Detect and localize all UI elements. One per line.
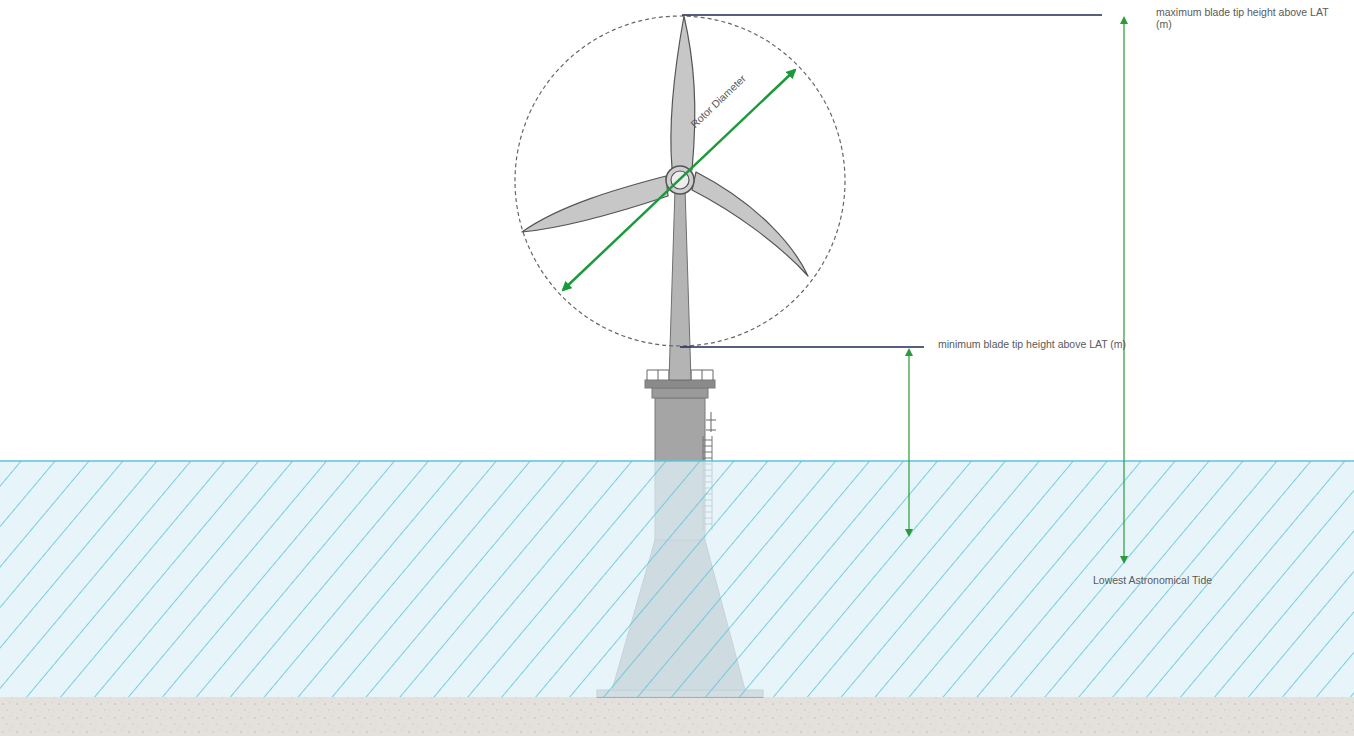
sea-hatch [0, 461, 1354, 697]
min-tip-line [680, 346, 924, 348]
sea [0, 461, 1354, 697]
sea-surface [0, 460, 1354, 462]
max-height-arrow [1123, 18, 1124, 562]
lat-label: Lowest Astronomical Tide [1093, 574, 1212, 586]
max-tip-line [682, 14, 1102, 16]
tower [669, 188, 691, 380]
max-tip-height-label: maximum blade tip height above LAT (m) [1156, 6, 1346, 30]
rotor-circle [515, 16, 845, 346]
rotor-diameter-arrow [563, 70, 795, 290]
seabed [0, 697, 1354, 736]
min-height-arrow [908, 350, 909, 535]
min-tip-height-label: minimum blade tip height above LAT (m) [938, 338, 1126, 350]
blades [522, 16, 808, 276]
